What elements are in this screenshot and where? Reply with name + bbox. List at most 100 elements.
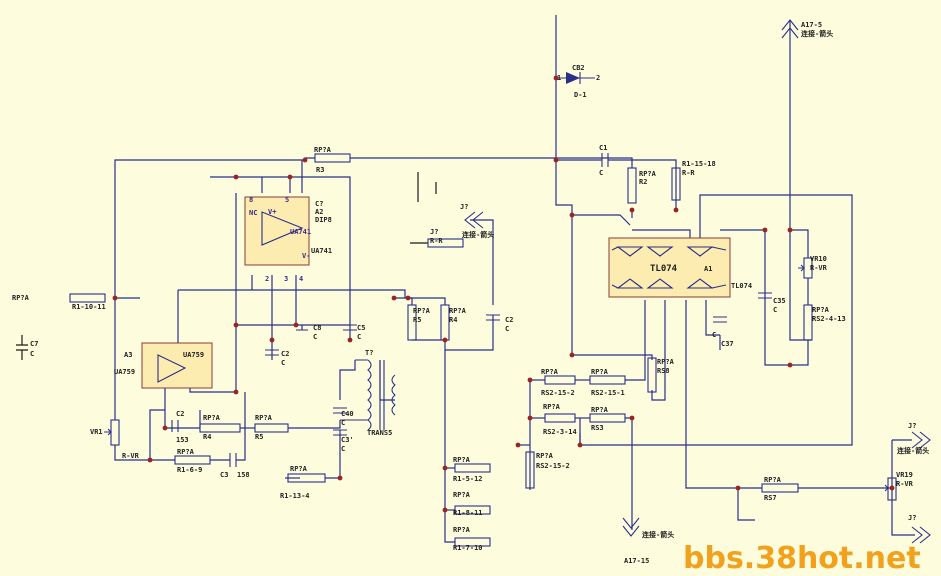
label-r4-lower: R4 xyxy=(203,433,211,441)
label-c37-value: C xyxy=(712,331,716,339)
capacitor-c37 xyxy=(713,316,727,323)
label-pin-v-plus: V+ xyxy=(268,208,276,216)
connector-a17-15 xyxy=(622,517,640,537)
label-rs3-rp: RP?A xyxy=(591,406,609,414)
label-vr10: VR10 xyxy=(810,255,827,263)
label-rs2-15-1-rp: RP?A xyxy=(591,368,609,376)
label-c3-prime: C3' xyxy=(341,436,354,444)
label-r-r-top: R-R xyxy=(682,169,695,177)
label-158: 158 xyxy=(237,471,250,479)
ic-a1-tl074 xyxy=(608,237,731,298)
label-pin-nc: NC xyxy=(249,209,257,217)
label-a2: A2 xyxy=(315,208,323,216)
label-r1-8-11-rp: RP?A xyxy=(453,491,471,499)
resistor-r1-15-18 xyxy=(671,167,681,201)
connector-j-left xyxy=(464,211,484,229)
label-rs7-rp: RP?A xyxy=(764,476,782,484)
label-rs2-15-1: RS2-15-1 xyxy=(591,389,625,397)
label-r1-10-11: R1-10-11 xyxy=(72,303,106,311)
connector-j-right-lower xyxy=(911,526,931,544)
label-pin-8: 8 xyxy=(249,196,253,204)
resistor-r1-7-10 xyxy=(454,537,491,547)
label-tl074-inner: TL074 xyxy=(650,264,678,274)
label-rs8: RS8 xyxy=(657,367,670,375)
label-c7: C7 xyxy=(30,340,38,348)
label-r3-rp: RP?A xyxy=(314,146,332,154)
resistor-rs3 xyxy=(589,413,626,423)
resistor-rs2-4-13 xyxy=(803,304,813,341)
label-r-vr-vr19: R-VR xyxy=(896,480,914,488)
label-c40: C40 xyxy=(341,410,354,418)
label-a17-5: A17-5 xyxy=(801,21,822,29)
resistor-rs2-15-2 xyxy=(544,375,576,385)
label-rs2-3-14-rp: RP?A xyxy=(543,403,561,411)
label-c35: C35 xyxy=(773,297,786,305)
label-r1-13-4: R1-13-4 xyxy=(280,492,310,500)
label-rs2-rp: RP?A xyxy=(812,306,830,314)
label-c40-value: C xyxy=(341,419,345,427)
capacitor-c3 xyxy=(229,453,237,467)
opamp-a3-triangle xyxy=(157,354,187,383)
label-r1-5-12-rp: RP?A xyxy=(453,456,471,464)
label-r-vr-vr1: R-VR xyxy=(122,452,140,460)
label-rs2-4-13: RS2-4-13 xyxy=(812,315,846,323)
label-c3-prime-value: C xyxy=(341,445,345,453)
capacitor-153 xyxy=(171,420,179,432)
resistor-r1-13-4 xyxy=(287,473,326,483)
label-153: 153 xyxy=(176,436,189,444)
label-ua741-inner: UA741 xyxy=(290,228,311,236)
label-r5-lower-rp: RP?A xyxy=(255,414,273,422)
label-ua759: UA759 xyxy=(114,368,135,376)
label-r1-6-9-rp: RP?A xyxy=(177,448,195,456)
label-c2-left: C2 xyxy=(281,350,289,358)
label-c7-top: C? xyxy=(315,200,323,208)
label-r3: R3 xyxy=(316,166,324,174)
label-r5-lower: R5 xyxy=(255,433,263,441)
label-ua759-inner: UA759 xyxy=(183,351,204,359)
label-c1: C1 xyxy=(599,144,607,152)
label-c5: C5 xyxy=(357,324,365,332)
capacitor-c5 xyxy=(343,324,357,331)
label-r5: R5 xyxy=(413,316,421,324)
label-r4-lower-rp: RP?A xyxy=(203,414,221,422)
label-r-vr-vr10: R-VR xyxy=(810,264,828,272)
label-cb2: CB2 xyxy=(572,64,585,72)
label-r1-8-11: R1-8-11 xyxy=(453,509,483,517)
capacitors xyxy=(171,153,772,467)
watermark-text: bbs.38hot.net xyxy=(683,541,921,576)
label-c3: C3 xyxy=(220,471,228,479)
resistor-r1-5-12 xyxy=(454,463,491,473)
capacitor-c40 xyxy=(333,407,347,414)
label-j-right-lower: J? xyxy=(908,514,916,522)
label-c2-right: C2 xyxy=(505,316,513,324)
label-r1-15-18: R1-15-18 xyxy=(682,160,716,168)
label-rs7: RS7 xyxy=(764,494,777,502)
label-pin-5: 5 xyxy=(285,196,289,204)
transformer-trans5 xyxy=(340,359,396,431)
resistor-r1-6-9 xyxy=(174,455,211,465)
label-pin-3: 3 xyxy=(284,275,288,283)
label-r1-7-10: R1-7-10 xyxy=(453,544,483,552)
connector-j-right-upper xyxy=(911,431,931,449)
opamp-a2-triangle xyxy=(261,211,304,246)
double-chevron-arrow-icon xyxy=(464,19,931,544)
label-diode-pin2: 2 xyxy=(596,74,600,82)
capacitor-c2-right xyxy=(486,314,500,321)
label-pin-2: 2 xyxy=(265,275,269,283)
ic-a2-ua741 xyxy=(244,196,310,266)
capacitor-c35 xyxy=(758,292,772,299)
resistor-r2 xyxy=(627,167,637,204)
resistor-r4-lower xyxy=(199,423,241,433)
label-conn-text-left: 连接-箭头 xyxy=(462,230,494,239)
label-d1: D-1 xyxy=(574,91,587,99)
capacitor-c7-symbol xyxy=(16,335,28,360)
resistor-rs8 xyxy=(647,357,657,393)
diode-icon xyxy=(556,72,595,84)
label-rs3: RS3 xyxy=(591,424,604,432)
label-a17-15: A17-15 xyxy=(624,557,649,565)
label-c2-lower: C2 xyxy=(176,410,184,418)
label-c8: C8 xyxy=(313,324,321,332)
label-conn-text-right-upper: 连接-箭头 xyxy=(897,446,929,455)
label-rs2-15-2-rp: RP?A xyxy=(541,368,559,376)
